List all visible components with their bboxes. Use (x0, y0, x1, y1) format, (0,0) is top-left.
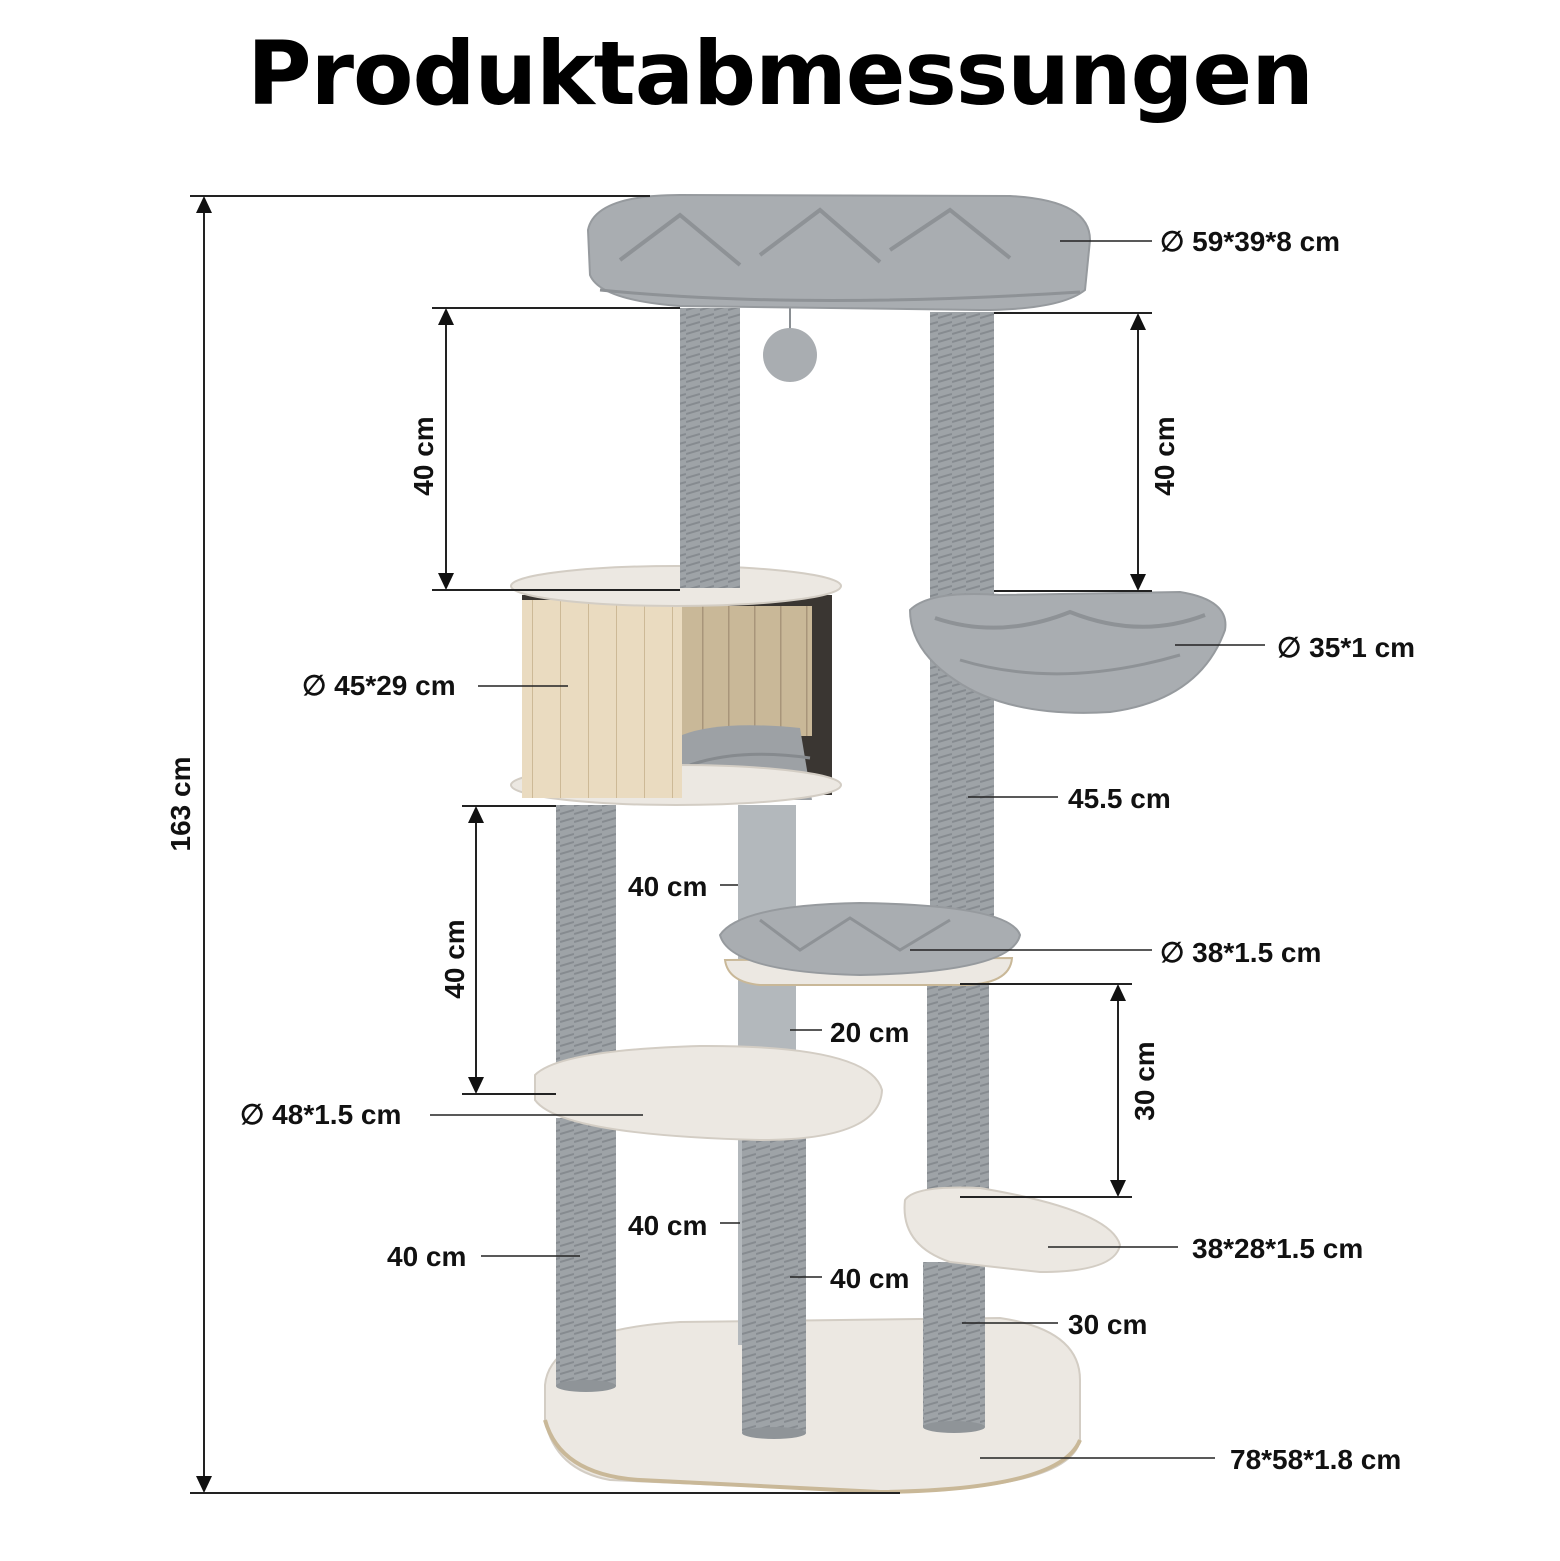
dim-condo-post (462, 805, 556, 1095)
label-platform-right: ∅ 38*1.5 cm (1160, 937, 1321, 968)
basket (908, 590, 1227, 714)
label-left-post-lower: 40 cm (387, 1241, 466, 1272)
sisal-post-left-top (680, 308, 740, 588)
label-mid-post-upper: 40 cm (628, 871, 707, 902)
platform-left (534, 1044, 884, 1142)
page-title: Produktabmessungen (247, 22, 1314, 125)
hanging-pompom (763, 308, 817, 382)
label-overall-height: 163 cm (165, 757, 196, 852)
dim-lower-gap-right (960, 983, 1132, 1198)
step-platform (903, 1186, 1122, 1274)
label-condo: ∅ 45*29 cm (302, 670, 456, 701)
top-perch (586, 193, 1092, 312)
label-top-post-left: 40 cm (408, 416, 439, 495)
label-base: 78*58*1.8 cm (1230, 1444, 1401, 1475)
sisal-post-center-lower (742, 1138, 806, 1439)
label-condo-post: 40 cm (439, 919, 470, 998)
label-step-platform: 38*28*1.5 cm (1192, 1233, 1363, 1264)
label-basket: ∅ 35*1 cm (1277, 632, 1415, 663)
dim-top-post-left (432, 307, 680, 591)
dim-overall-height (190, 195, 900, 1494)
sisal-post-left-mid (556, 805, 616, 1095)
label-right-post-mid: 45.5 cm (1068, 783, 1171, 814)
label-platform-left: ∅ 48*1.5 cm (240, 1099, 401, 1130)
label-top-post-right: 40 cm (1149, 416, 1180, 495)
label-lower-gap-right: 30 cm (1129, 1041, 1160, 1120)
condo (510, 565, 842, 806)
label-mid-post-short: 20 cm (830, 1017, 909, 1048)
label-right-post-lower: 30 cm (1068, 1309, 1147, 1340)
dim-top-post-right (994, 312, 1152, 592)
label-mid-post-lower: 40 cm (628, 1210, 707, 1241)
base-board (543, 1316, 1082, 1495)
label-top-perch: ∅ 59*39*8 cm (1160, 226, 1340, 257)
label-center-post-lower: 40 cm (830, 1263, 909, 1294)
platform-right (718, 901, 1022, 986)
sisal-post-right-between (927, 975, 989, 1195)
sisal-post-right-lower (923, 1262, 985, 1433)
sisal-post-left-lower (556, 1118, 616, 1392)
